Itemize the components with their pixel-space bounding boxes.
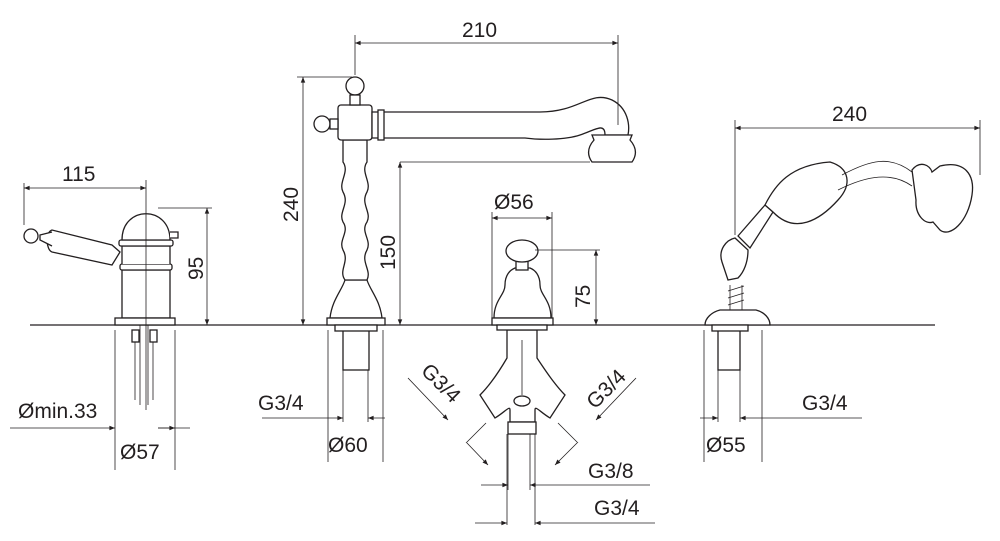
- dim-spout-outlet-height: 150: [377, 235, 400, 270]
- dim-valve-thread-right: G3/4: [582, 365, 631, 414]
- dim-mixer-hole-min: Ømin.33: [18, 400, 97, 423]
- dim-shower-base-diameter: Ø55: [706, 434, 746, 457]
- dim-valve-thread-left: G3/4: [416, 359, 465, 408]
- dim-mixer-width: 115: [62, 163, 95, 186]
- diverter-valve: [479, 239, 566, 435]
- dim-mixer-height: 95: [185, 257, 208, 280]
- dim-mixer-base-diameter: Ø57: [120, 441, 160, 464]
- dim-shower-thread: G3/4: [802, 392, 848, 415]
- dim-valve-height: 75: [572, 285, 595, 308]
- dim-spout-thread: G3/4: [258, 392, 304, 415]
- single-lever-mixer: [23, 180, 179, 410]
- hand-shower: [704, 160, 974, 371]
- spout-tap: [313, 76, 637, 371]
- dim-valve-thread-small: G3/8: [588, 460, 634, 483]
- dim-valve-thread-bottom: G3/4: [594, 497, 640, 520]
- dim-valve-diameter: Ø56: [494, 191, 534, 214]
- dim-spout-reach: 210: [462, 19, 497, 42]
- dim-shower-length: 240: [832, 103, 867, 126]
- dim-spout-base-diameter: Ø60: [328, 434, 368, 457]
- dim-spout-height: 240: [280, 187, 303, 222]
